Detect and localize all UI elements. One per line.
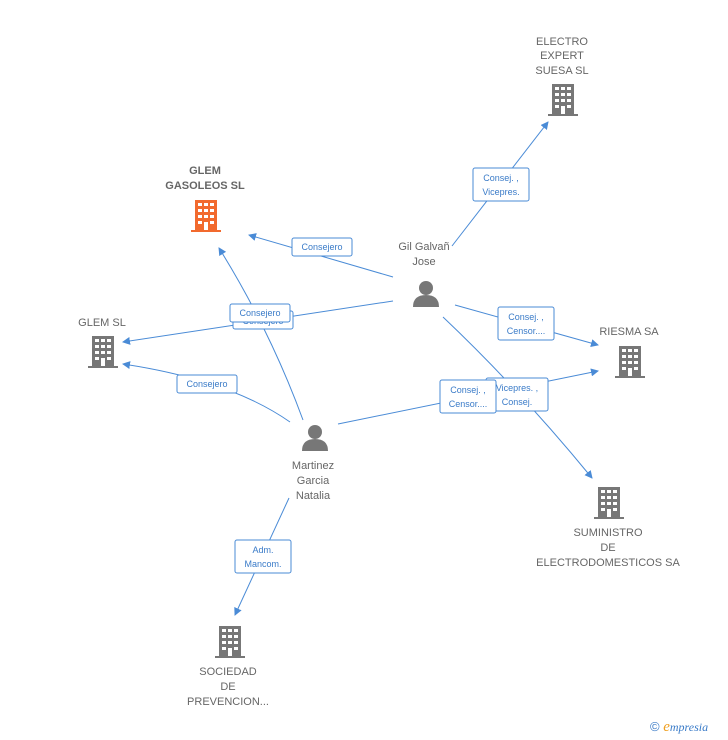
svg-text:DE: DE <box>220 681 235 693</box>
svg-text:Censor....: Censor.... <box>449 399 488 409</box>
footer-brand: © empresia <box>650 719 708 736</box>
tag-consej-censor-martinez[interactable]: Consej. , Censor.... <box>439 379 497 414</box>
svg-text:Jose: Jose <box>412 256 435 268</box>
svg-text:SOCIEDAD: SOCIEDAD <box>199 666 257 678</box>
svg-text:SUESA SL: SUESA SL <box>535 65 588 77</box>
svg-text:RIESMA SA: RIESMA SA <box>599 326 659 338</box>
svg-text:Consejero: Consejero <box>186 379 227 389</box>
svg-text:Natalia: Natalia <box>296 490 331 502</box>
svg-text:GLEM: GLEM <box>189 165 221 177</box>
tag-vicepres-consej[interactable]: Vicepres. , Consej. <box>485 377 549 412</box>
brand-logo-e: e <box>663 719 670 735</box>
copyright-symbol: © <box>650 719 660 734</box>
tag-consejero-martinez-glemsl[interactable]: Consejero <box>176 374 238 394</box>
person-icon <box>302 425 328 451</box>
svg-text:ELECTRODOMESTICOS SA: ELECTRODOMESTICOS SA <box>536 557 680 569</box>
svg-text:Garcia: Garcia <box>297 475 330 487</box>
svg-text:Consejero: Consejero <box>239 308 280 318</box>
edge-tags: Consej. , Vicepres. Consejero Consejero … <box>176 167 555 574</box>
svg-text:Gil Galvañ: Gil Galvañ <box>398 241 449 253</box>
node-suministro[interactable]: SUMINISTRO DE ELECTRODOMESTICOS SA <box>536 487 680 569</box>
svg-text:PREVENCION...: PREVENCION... <box>187 696 269 708</box>
building-icon <box>191 200 221 232</box>
svg-text:Censor....: Censor.... <box>507 326 546 336</box>
svg-text:Consejero: Consejero <box>301 242 342 252</box>
node-sociedad[interactable]: SOCIEDAD DE PREVENCION... <box>187 626 269 708</box>
brand-logo-text: mpresia <box>669 720 709 734</box>
svg-text:SUMINISTRO: SUMINISTRO <box>573 527 643 539</box>
building-icon <box>594 487 624 519</box>
building-icon <box>215 626 245 658</box>
tag-consej-vicepres[interactable]: Consej. , Vicepres. <box>472 167 530 202</box>
node-riesma[interactable]: RIESMA SA <box>599 326 659 378</box>
tag-consejero-gil-glemsl[interactable]: Consejero <box>229 303 291 323</box>
node-electro-expert[interactable]: ELECTRO EXPERT SUESA SL <box>535 36 589 116</box>
node-glem-gasoleos[interactable]: GLEM GASOLEOS SL <box>165 165 245 232</box>
svg-text:Consej. ,: Consej. , <box>483 173 519 183</box>
svg-text:Consej.: Consej. <box>502 397 533 407</box>
svg-text:GLEM SL: GLEM SL <box>78 317 126 329</box>
svg-text:Vicepres.: Vicepres. <box>482 187 519 197</box>
svg-text:Vicepres. ,: Vicepres. , <box>496 383 538 393</box>
building-icon <box>88 336 118 368</box>
tag-consejero-gil-gasoleos[interactable]: Consejero <box>291 237 353 257</box>
svg-text:Mancom.: Mancom. <box>244 559 281 569</box>
node-glem-sl[interactable]: GLEM SL <box>78 317 126 368</box>
building-icon <box>615 346 645 378</box>
tag-consej-censor-riesma[interactable]: Consej. , Censor.... <box>497 306 555 341</box>
node-martinez[interactable]: Martinez Garcia Natalia <box>292 425 334 502</box>
svg-text:GASOLEOS SL: GASOLEOS SL <box>165 180 245 192</box>
edge-martinez-glemgasoleos <box>218 247 304 421</box>
person-icon <box>413 281 439 307</box>
svg-text:DE: DE <box>600 542 615 554</box>
tag-adm-mancom[interactable]: Adm. Mancom. <box>234 539 292 574</box>
svg-text:EXPERT: EXPERT <box>540 50 584 62</box>
svg-text:ELECTRO: ELECTRO <box>536 36 588 48</box>
svg-text:Adm.: Adm. <box>252 545 273 555</box>
svg-text:Consej. ,: Consej. , <box>450 385 486 395</box>
building-icon <box>548 84 578 116</box>
node-gil-galvan[interactable]: Gil Galvañ Jose <box>398 241 450 307</box>
svg-text:Martinez: Martinez <box>292 460 334 472</box>
svg-text:Consej. ,: Consej. , <box>508 312 544 322</box>
